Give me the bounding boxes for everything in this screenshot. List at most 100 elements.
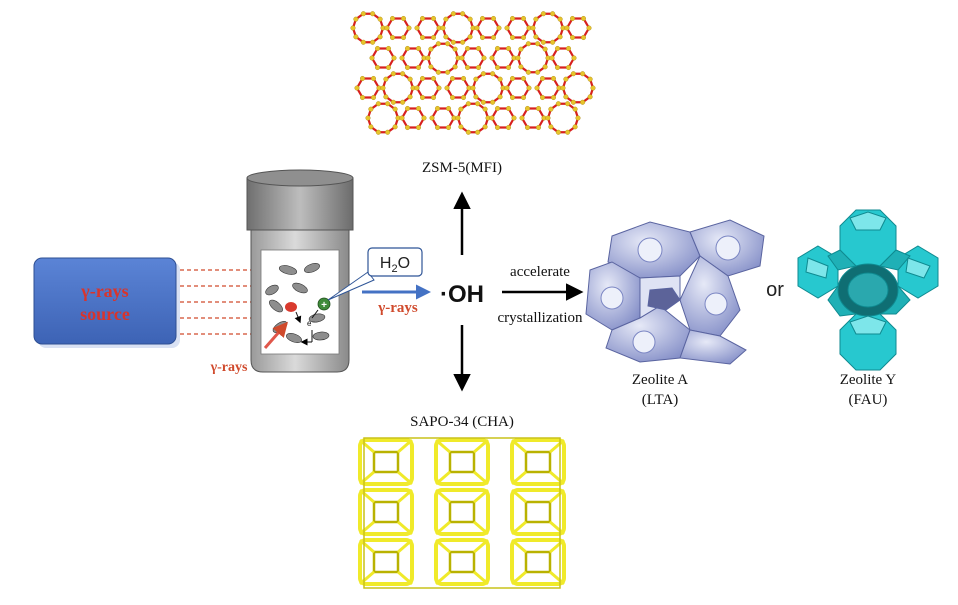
mfi-atom <box>450 95 456 101</box>
cha-cage <box>510 538 566 586</box>
cha-strut <box>548 438 565 454</box>
mfi-atom <box>587 94 593 100</box>
lta-framework-image <box>585 219 765 365</box>
mfi-atom <box>392 124 398 130</box>
mfi-atom <box>405 65 411 71</box>
mfi-atom <box>474 25 480 31</box>
mfi-atom <box>465 101 471 107</box>
cha-window <box>372 450 400 474</box>
cha-window <box>372 550 400 574</box>
mfi-atom <box>420 15 426 21</box>
mfi-atom <box>555 129 561 135</box>
mfi-atom <box>570 15 576 21</box>
mfi-atom <box>384 25 390 31</box>
mfi-atom <box>548 124 554 130</box>
mfi-atom <box>515 55 521 61</box>
cha-strut <box>472 488 489 504</box>
mfi-atom <box>353 16 359 22</box>
mfi-atom <box>360 39 366 45</box>
mfi-atom <box>490 71 496 77</box>
mfi-atom <box>405 125 411 131</box>
mfi-atom <box>542 64 548 70</box>
mfi-atom <box>450 75 456 81</box>
mfi-atom <box>435 125 441 131</box>
mfi-atom <box>570 35 576 41</box>
mfi-atom <box>377 34 383 40</box>
mfi-atom <box>461 75 467 81</box>
mfi-atom <box>489 115 495 121</box>
mfi-atom <box>540 39 546 45</box>
mfi-atom <box>431 35 437 41</box>
mfi-atom <box>548 106 554 112</box>
mfi-atom <box>540 75 546 81</box>
mfi-atom <box>549 55 555 61</box>
mfi-atom <box>467 34 473 40</box>
mfi-atom <box>375 101 381 107</box>
cha-strut <box>511 470 528 486</box>
cha-window <box>448 550 476 574</box>
mfi-atom <box>566 45 572 51</box>
mfi-atom <box>400 99 406 105</box>
mfi-atom <box>490 99 496 105</box>
mfi-atom <box>465 129 471 135</box>
mfi-ring <box>355 77 381 99</box>
mfi-atom <box>467 16 473 22</box>
cha-strut <box>548 538 565 554</box>
mfi-ring <box>490 107 516 129</box>
mfi-atom <box>521 75 527 81</box>
mfi-atom <box>450 39 456 45</box>
mfi-atom <box>375 65 381 71</box>
mfi-atom <box>405 45 411 51</box>
mfi-ring <box>415 77 441 99</box>
mfi-atom <box>414 25 420 31</box>
mfi-atom <box>481 55 487 61</box>
cha-strut <box>396 570 413 586</box>
mfi-ring <box>430 107 456 129</box>
mfi-atom <box>428 64 434 70</box>
mfi-atom <box>550 11 556 17</box>
cha-window <box>524 450 552 474</box>
mfi-atom <box>533 34 539 40</box>
mfi-atom <box>452 46 458 52</box>
cha-frame <box>363 437 561 589</box>
zeolite-y-label-line1: Zeolite Y <box>840 372 897 388</box>
mfi-atom <box>475 101 481 107</box>
cha-window <box>372 500 400 524</box>
mfi-atom <box>495 65 501 71</box>
mfi-atom <box>590 85 596 91</box>
mfi-atom <box>350 25 356 31</box>
cha-strut <box>359 538 376 554</box>
mfi-atom <box>380 85 386 91</box>
cha-strut <box>435 538 452 554</box>
cha-cage <box>358 438 414 486</box>
mfi-atom <box>506 65 512 71</box>
cha-strut <box>548 488 565 504</box>
mfi-ring <box>400 107 426 129</box>
cha-cage <box>434 538 490 586</box>
mfi-atom <box>571 55 577 61</box>
irradiation-arrow-label: γ-rays <box>377 300 418 316</box>
mfi-atom <box>431 75 437 81</box>
mfi-atom <box>489 55 495 61</box>
mfi-atom <box>460 39 466 45</box>
mfi-ring <box>550 47 576 69</box>
mfi-atom <box>557 34 563 40</box>
mfi-ring <box>475 17 501 39</box>
mfi-atom <box>375 129 381 135</box>
mfi-atom <box>497 76 503 82</box>
mfi-atom <box>368 124 374 130</box>
gamma-source-box: γ-rays source <box>33 257 180 348</box>
mfi-atom <box>455 115 461 121</box>
mfi-atom <box>452 64 458 70</box>
mfi-atom <box>570 99 576 105</box>
mfi-atom <box>385 129 391 135</box>
incident-gamma-label: γ-rays <box>210 360 248 375</box>
mfi-atom <box>420 95 426 101</box>
mfi-atom <box>360 95 366 101</box>
source-label-line1: γ-rays <box>80 281 128 301</box>
mfi-atom <box>560 85 566 91</box>
cha-cage <box>510 438 566 486</box>
mfi-atom <box>371 95 377 101</box>
cha-strut <box>472 570 489 586</box>
mfi-atom <box>371 75 377 81</box>
